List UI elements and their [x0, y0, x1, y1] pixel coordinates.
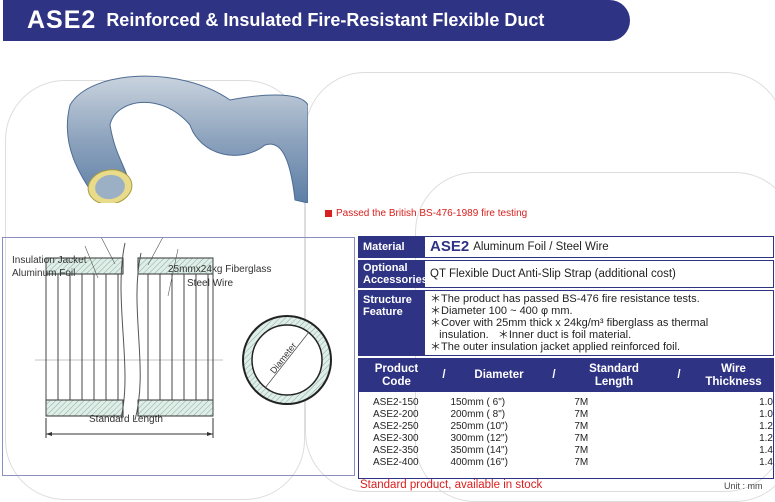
table-cell: ASE2-400	[373, 457, 419, 468]
col-header-length: Standard	[589, 362, 639, 375]
feature-line: insulation. ＊Inner duct is foil material…	[430, 329, 632, 341]
table-row: ASE2-400 400mm (16") 7M 1.4	[359, 457, 773, 469]
red-square-icon	[325, 210, 332, 217]
header-separator: /	[552, 369, 556, 381]
feature-line: ＊The outer insulation jacket applied rei…	[430, 341, 681, 353]
header-separator: /	[677, 369, 681, 381]
table-cell: 7M	[574, 409, 589, 420]
col-header-wire: Wire	[721, 362, 746, 375]
table-cell: ASE2-350	[373, 445, 419, 456]
table-row: ASE2-350 350mm (14") 7M 1.4	[359, 445, 773, 457]
col-header-code: Product	[374, 362, 419, 375]
feature-line: ＊The product has passed BS-476 fire resi…	[430, 293, 700, 305]
material-label: Material	[359, 237, 425, 257]
duct-cross-section-drawing	[35, 238, 332, 438]
label-fiberglass: 25mmx24kg Fiberglass	[168, 264, 272, 275]
material-code: ASE2	[430, 238, 470, 255]
table-row: ASE2-200 200mm ( 8") 7M 1.0	[359, 409, 773, 421]
bg-decoration	[305, 72, 775, 492]
fire-test-text: Passed the British BS-476-1989 fire test…	[336, 208, 528, 219]
page-title: Reinforced & Insulated Fire-Resistant Fl…	[106, 10, 545, 30]
table-cell: 1.4	[759, 445, 773, 456]
table-cell: 1.0	[759, 409, 773, 420]
col-header-diameter: Diameter	[474, 369, 524, 381]
table-cell: ASE2-150	[373, 397, 419, 408]
table-cell: 1.4	[759, 457, 773, 468]
label-insulation-jacket: Insulation Jacket	[12, 255, 87, 266]
stock-note: Standard product, available in stock	[360, 479, 543, 491]
table-cell: 350mm (14")	[450, 445, 508, 456]
structure-label: Structure	[363, 294, 412, 306]
flexible-duct-photo	[66, 75, 308, 203]
label-steel-wire: Steel Wire	[187, 278, 234, 289]
table-cell: 200mm ( 8")	[450, 409, 506, 420]
accessories-value: QT Flexible Duct Anti-Slip Strap (additi…	[430, 268, 676, 280]
table-cell: 1.2	[759, 433, 773, 444]
duct-structure-diagram: Insulation Jacket Aluminum Foil 25mmx24k…	[2, 237, 355, 476]
header-separator: /	[442, 369, 446, 381]
feature-line: ＊Cover with 25mm thick x 24kg/m³ fibergl…	[430, 317, 709, 329]
table-cell: 7M	[574, 397, 589, 408]
label-aluminum-foil: Aluminum Foil	[12, 268, 76, 279]
table-cell: 150mm ( 6")	[450, 397, 506, 408]
table-cell: 1.2	[759, 421, 773, 432]
feature-line: ＊Diameter 100 ~ 400 φ mm.	[430, 305, 573, 317]
table-cell: ASE2-200	[373, 409, 419, 420]
accessories-label: Accessories	[363, 274, 428, 286]
table-cell: 1.0	[759, 397, 773, 408]
table-cell: 7M	[574, 421, 589, 432]
label-standard-length: Standard Length	[89, 414, 163, 425]
table-cell: 7M	[574, 433, 589, 444]
col-header-wire: Thickness	[705, 375, 762, 388]
table-cell: 300mm (12")	[450, 433, 508, 444]
material-value: Aluminum Foil / Steel Wire	[473, 241, 609, 253]
table-cell: 400mm (16")	[450, 457, 508, 468]
col-header-length: Length	[594, 375, 634, 388]
table-cell: 7M	[574, 457, 589, 468]
table-cell: ASE2-250	[373, 421, 419, 432]
product-code-title: ASE2	[27, 6, 97, 34]
fire-test-note: Passed the British BS-476-1989 fire test…	[325, 208, 527, 219]
table-cell: 250mm (10")	[450, 421, 508, 432]
table-row: ASE2-250 250mm (10") 7M 1.2	[359, 421, 773, 433]
table-row: ASE2-150 150mm ( 6") 7M 1.0	[359, 397, 773, 409]
col-header-code: Code	[382, 375, 411, 388]
table-row: ASE2-300 300mm (12") 7M 1.2	[359, 433, 773, 445]
table-cell: 7M	[574, 445, 589, 456]
accessories-label: Optional	[363, 262, 408, 274]
table-cell: ASE2-300	[373, 433, 419, 444]
structure-label: Feature	[363, 306, 403, 318]
unit-note: Unit : mm	[724, 481, 763, 491]
title-banner: ASE2 Reinforced & Insulated Fire-Resista…	[3, 0, 630, 41]
